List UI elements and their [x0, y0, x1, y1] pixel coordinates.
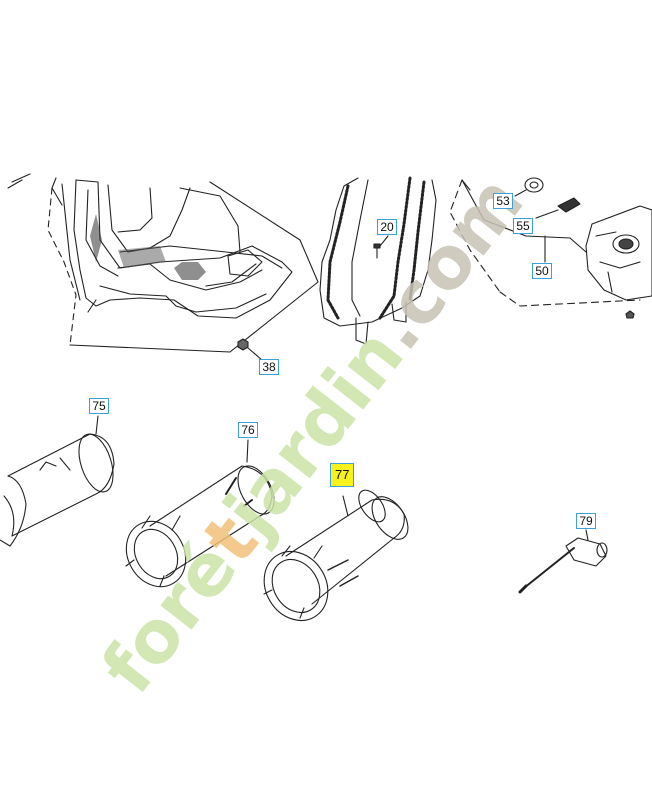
svg-text:forétjardin.com: forétjardin.com	[85, 160, 539, 708]
callout-76: 76	[238, 422, 258, 438]
callout-55: 55	[513, 218, 533, 234]
blower-tube-76	[125, 439, 275, 588]
callout-38: 38	[259, 359, 279, 375]
blower-tube-75	[0, 415, 115, 547]
callout-79: 79	[576, 513, 596, 529]
callout-20: 20	[377, 219, 397, 235]
callout-50: 50	[532, 263, 552, 279]
callout-75: 75	[89, 398, 109, 414]
spark-plug-wrench-part	[518, 529, 608, 594]
frame-base-part	[7, 173, 319, 361]
wm-com: .com	[354, 160, 540, 365]
callout-77: 77	[330, 463, 355, 487]
blower-tube-77	[263, 489, 409, 621]
fuel-tank-kit-part	[449, 177, 652, 319]
watermark-logo: forétjardin.com	[85, 160, 539, 708]
callout-53: 53	[493, 193, 513, 209]
harness-strap-part	[319, 176, 437, 345]
